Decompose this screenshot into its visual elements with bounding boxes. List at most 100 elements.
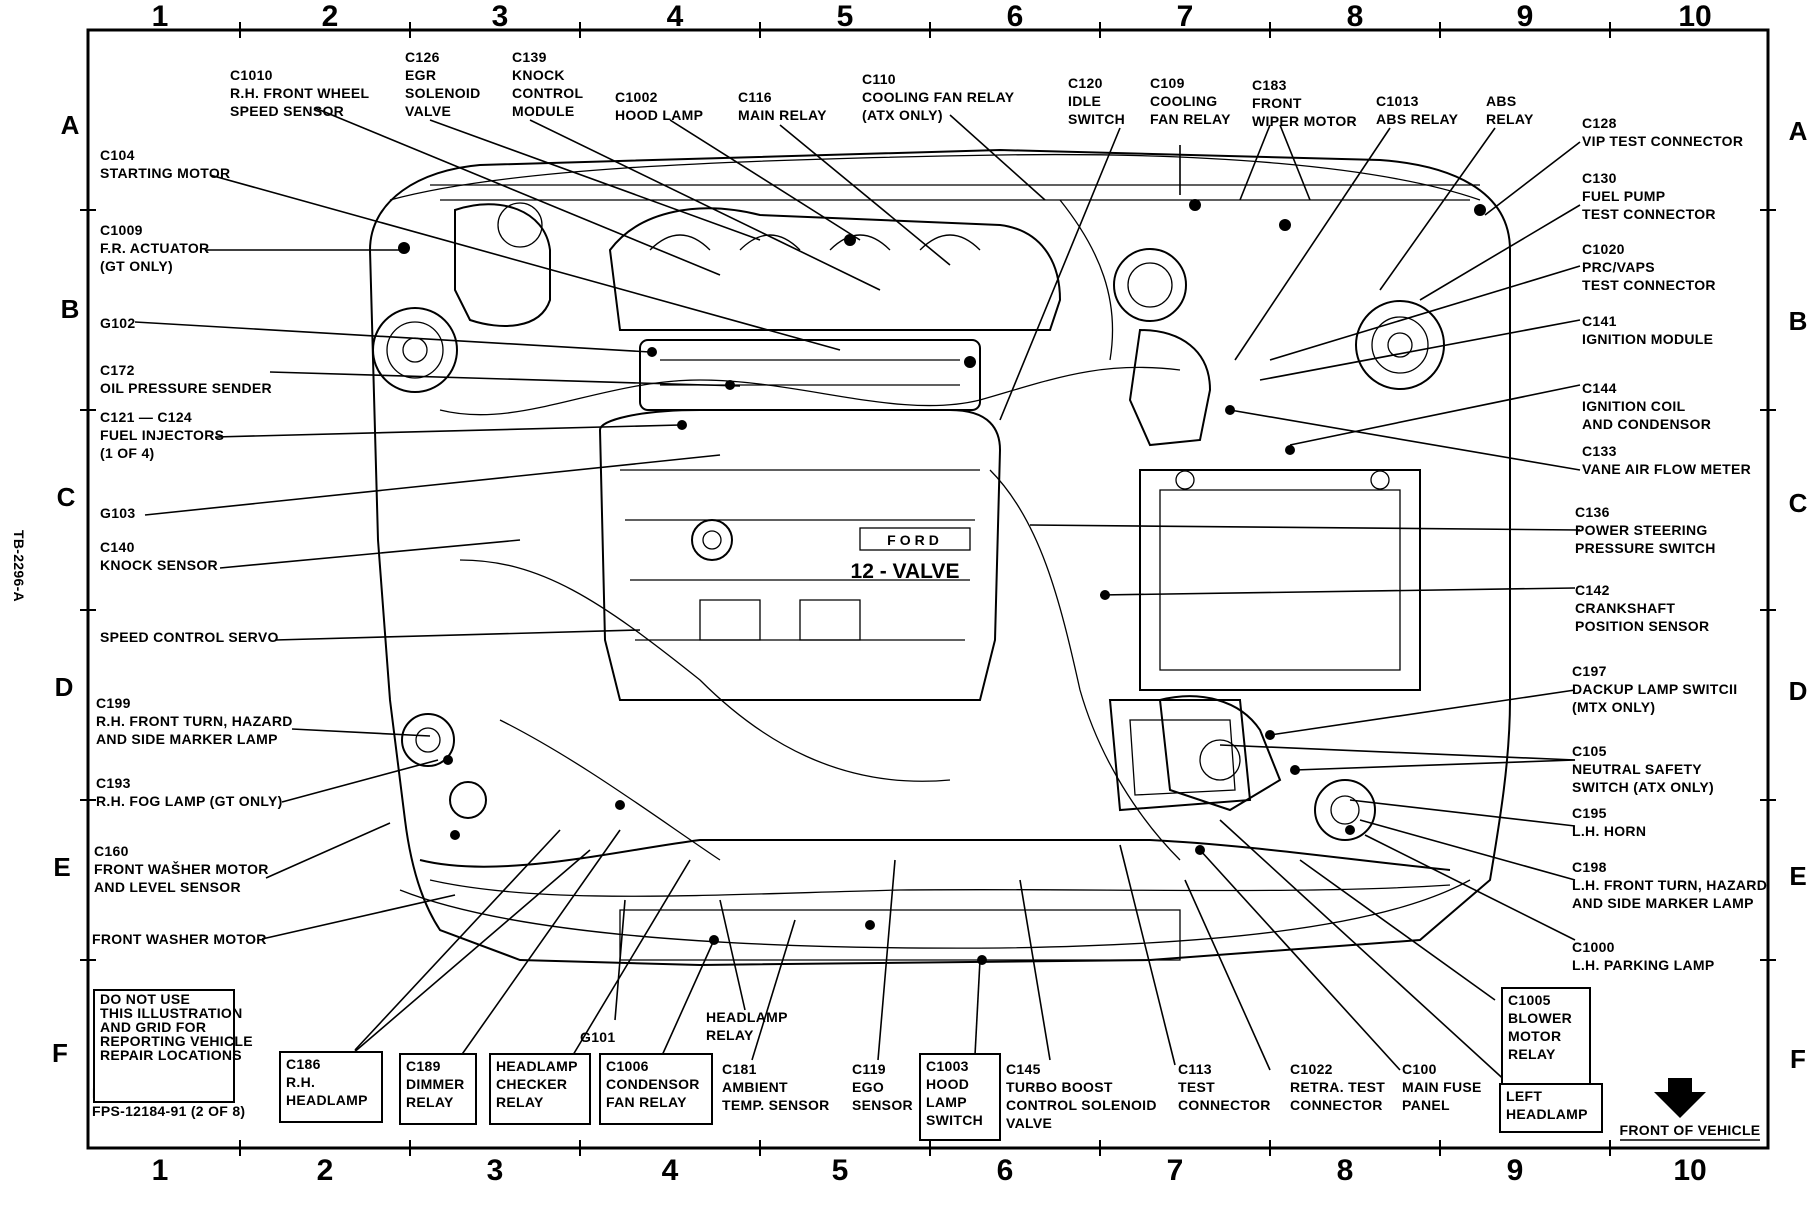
callout-line: TEMP. SENSOR bbox=[722, 1097, 830, 1113]
callout-line: C195 bbox=[1572, 805, 1607, 821]
box-frame bbox=[399, 1053, 477, 1125]
box-line: RELAY bbox=[1508, 1046, 1556, 1062]
callout-line: C110 bbox=[862, 71, 896, 87]
wiring-harness bbox=[439, 199, 1181, 861]
callout-line: CONTROL bbox=[512, 85, 583, 101]
callout-line: KNOCK SENSOR bbox=[100, 557, 218, 573]
callout-line: C100 bbox=[1402, 1061, 1437, 1077]
callout-line: C104 bbox=[100, 147, 135, 163]
intake-manifold bbox=[608, 207, 1062, 411]
callout-line: NEUTRAL SAFETY bbox=[1572, 761, 1702, 777]
callout-g102: G102 bbox=[100, 315, 135, 331]
row-label: D bbox=[1789, 676, 1808, 706]
callout-line: TURBO BOOST bbox=[1006, 1079, 1113, 1095]
right-strut-tower bbox=[1113, 248, 1445, 447]
callout-line: C133 bbox=[1582, 443, 1617, 459]
battery bbox=[1139, 469, 1421, 691]
callout-line: C199 bbox=[96, 695, 131, 711]
box-line: CONDENSOR bbox=[606, 1076, 700, 1092]
callout-line: AND SIDE MARKER LAMP bbox=[96, 731, 278, 747]
callout-line: FPS-12184-91 (2 OF 8) bbox=[92, 1103, 245, 1119]
callout-line: PRESSURE SWITCH bbox=[1575, 540, 1716, 556]
callout-line: VALVE bbox=[405, 103, 451, 119]
callout-line: C160 bbox=[94, 843, 129, 859]
callout-line: C145 bbox=[1006, 1061, 1041, 1077]
col-label: 3 bbox=[487, 1154, 504, 1187]
callout-line: VALVE bbox=[1006, 1115, 1052, 1131]
col-label: 5 bbox=[832, 1154, 849, 1187]
row-label: F bbox=[52, 1038, 68, 1068]
row-label: F bbox=[1790, 1044, 1806, 1074]
box-line: RELAY bbox=[406, 1094, 454, 1110]
callout-line: VIP TEST CONNECTOR bbox=[1582, 133, 1743, 149]
callout-line: AND LEVEL SENSOR bbox=[94, 879, 241, 895]
callout-line: L.H. FRONT TURN, HAZARD bbox=[1572, 877, 1767, 893]
down-arrow-icon bbox=[1654, 1078, 1706, 1118]
col-label: 9 bbox=[1517, 0, 1534, 33]
callout-line: FRONT WASHER MOTOR bbox=[92, 931, 267, 947]
col-label: 1 bbox=[152, 0, 169, 33]
callout-line: C144 bbox=[1582, 380, 1617, 396]
col-label: 9 bbox=[1507, 1154, 1524, 1187]
box-line: C1006 bbox=[606, 1058, 649, 1074]
callout-line: VANE AIR FLOW METER bbox=[1582, 461, 1751, 477]
callout-line: C1020 bbox=[1582, 241, 1625, 257]
callout-line: C1010 bbox=[230, 67, 273, 83]
callout-line: DACKUP LAMP SWITCII bbox=[1572, 681, 1737, 697]
row-label: A bbox=[61, 110, 80, 140]
callout-line: SWITCH (ATX ONLY) bbox=[1572, 779, 1714, 795]
callout-line: IDLE bbox=[1068, 93, 1101, 109]
callout-line: C193 bbox=[96, 775, 131, 791]
box-line: THIS ILLUSTRATION bbox=[100, 1005, 243, 1021]
col-label: 3 bbox=[492, 0, 509, 33]
transaxle bbox=[1158, 695, 1282, 812]
callout-line: FUEL PUMP bbox=[1582, 188, 1665, 204]
box-line: CHECKER bbox=[496, 1076, 567, 1092]
callout-line: SPEED CONTROL SERVO bbox=[100, 629, 279, 645]
row-label: B bbox=[61, 294, 80, 324]
col-label: 6 bbox=[1007, 0, 1024, 33]
callout-line: RETRA. TEST bbox=[1290, 1079, 1385, 1095]
col-label: 8 bbox=[1347, 0, 1364, 33]
callout-line: PRC/VAPS bbox=[1582, 259, 1655, 275]
callout-line: AND SIDE MARKER LAMP bbox=[1572, 895, 1754, 911]
col-label: 2 bbox=[317, 1154, 334, 1187]
callout-line: SENSOR bbox=[852, 1097, 913, 1113]
callout-line: TEST CONNECTOR bbox=[1582, 277, 1716, 293]
engine-bay-outline bbox=[368, 148, 1511, 967]
callout-line: EGO bbox=[852, 1079, 884, 1095]
box-frame bbox=[1501, 987, 1591, 1087]
box-frame bbox=[279, 1051, 383, 1123]
callout-line: KNOCK bbox=[512, 67, 565, 83]
callout-line: C140 bbox=[100, 539, 135, 555]
callout-line: C116 bbox=[738, 89, 772, 105]
callout-line: AMBIENT bbox=[722, 1079, 788, 1095]
callout-line: C113 bbox=[1178, 1061, 1212, 1077]
callout-line: SPEED SENSOR bbox=[230, 103, 344, 119]
callout-line: AND CONDENSOR bbox=[1582, 416, 1711, 432]
leader-lines bbox=[134, 107, 1581, 1086]
row-label: A bbox=[1789, 116, 1808, 146]
grid-column-labels-top: 1 2 3 4 5 6 7 8 9 10 bbox=[152, 0, 1712, 33]
callout-line: FRONT bbox=[1252, 95, 1302, 111]
col-label: 4 bbox=[667, 0, 684, 33]
